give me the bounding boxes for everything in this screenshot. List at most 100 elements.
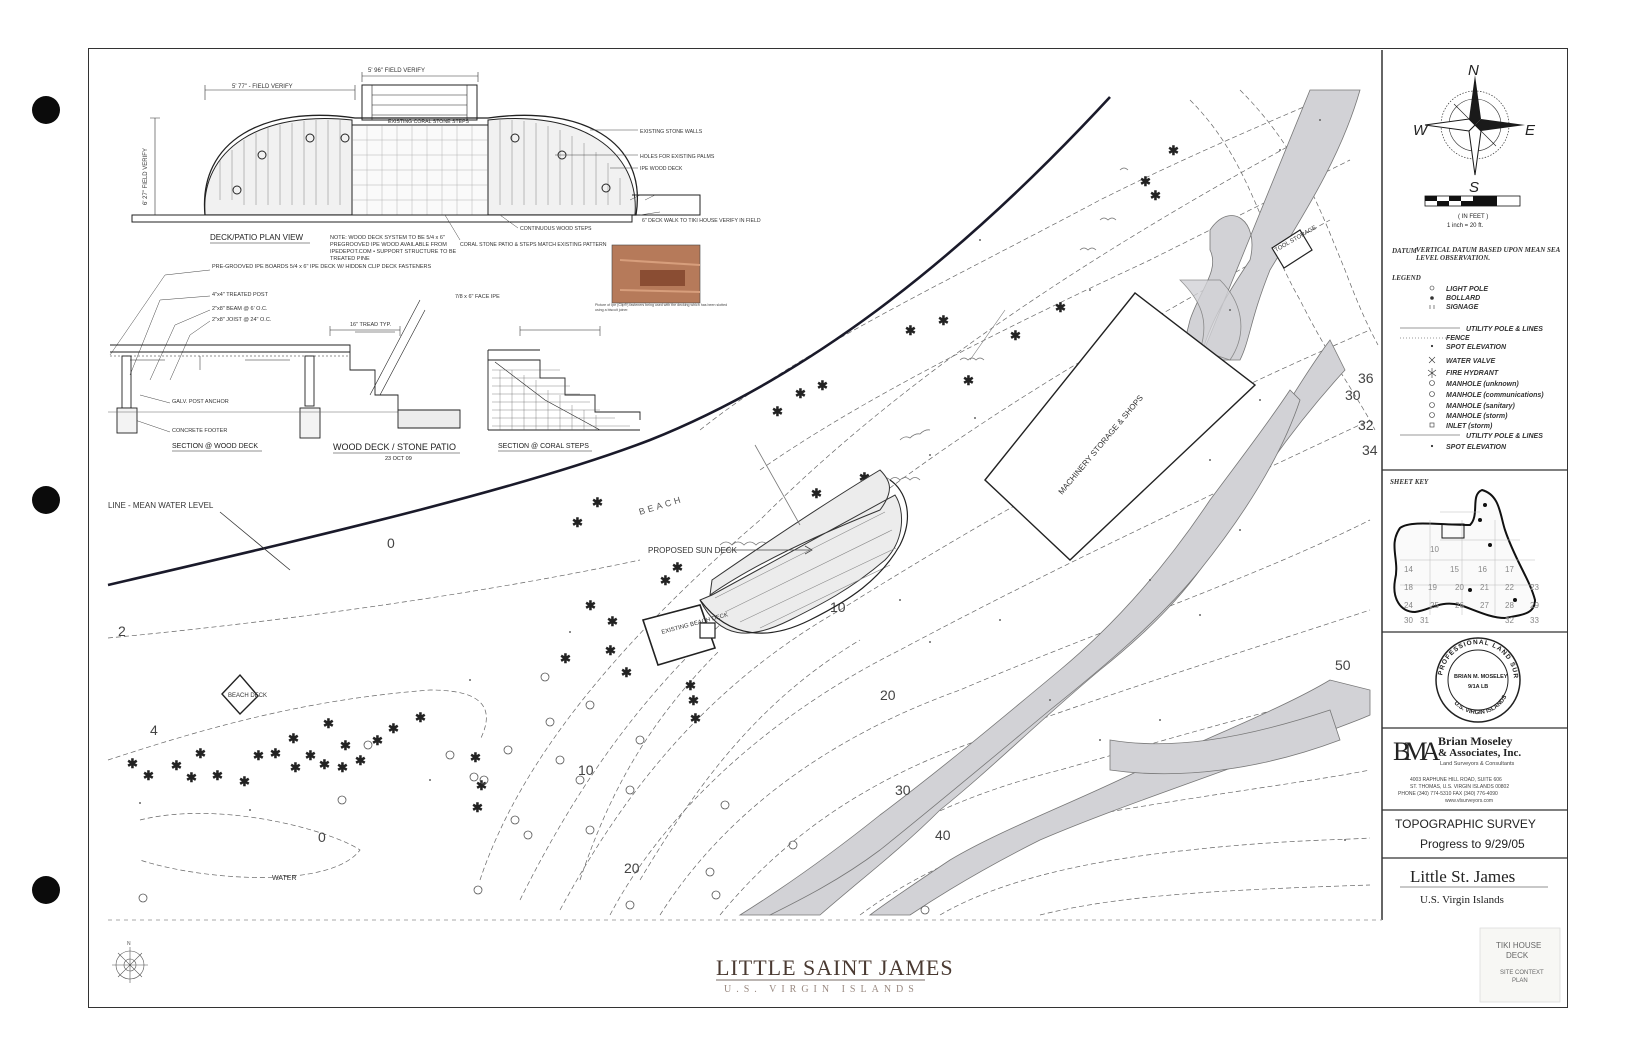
datum-text: VERTICAL DATUM BASED UPON MEAN SEA LEVEL… [1416,246,1560,262]
contour-label-34: 34 [1362,442,1378,458]
sheet-28: 28 [1505,601,1514,610]
sheet-19: 19 [1428,583,1437,592]
section-labels: SECTION @ WOOD DECK WOOD DECK / STONE PA… [172,442,589,462]
svg-text:✱: ✱ [1150,188,1161,203]
callout-ipe-deck: IPE WOOD DECK [640,166,683,172]
sheet-22: 22 [1505,583,1514,592]
svg-text:✱: ✱ [572,515,583,530]
tread-label: 16" TREAD TYP. [350,322,392,328]
spot-elevations [139,119,1346,841]
svg-text:✱: ✱ [592,495,603,510]
contour-label-4: 4 [150,722,158,738]
sheet-33: 33 [1530,616,1539,625]
firm-address-2: ST. THOMAS, U.S. VIRGIN ISLANDS 00802 [1410,784,1509,790]
legend-list: LIGHT POLE BOLLARD SIGNAGE UTILITY POLE … [1446,286,1544,451]
callout-coral-steps: EXISTING CORAL STONE STEPS [388,119,470,125]
hedge-line [719,167,1129,546]
svg-text:✱: ✱ [963,373,974,388]
beach-deck-label: BEACH DECK [228,693,267,699]
sheet-30: 30 [1404,616,1413,625]
sheet-stamp [1479,927,1561,1003]
firm-logo: BMA [1393,737,1446,766]
firm-address-1: 4003 RAPHUNE HILL ROAD, SUITE 606 [1410,777,1502,783]
spec-footer: CONCRETE FOOTER [172,428,227,434]
binder-hole-top [32,96,60,124]
svg-text:✱: ✱ [372,733,383,748]
contour-label-20: 20 [880,687,896,703]
svg-text:✱: ✱ [340,738,351,753]
svg-text:✱: ✱ [323,716,334,731]
svg-text:✱: ✱ [795,386,806,401]
svg-text:✱: ✱ [143,768,154,783]
scale-caption: ( IN FEET ) [1458,214,1488,220]
project-name: Little St. James [1410,867,1515,886]
sheet-20: 20 [1455,583,1464,592]
svg-text:✱: ✱ [905,323,916,338]
svg-text:✱: ✱ [470,750,481,765]
detail-callouts: EXISTING CORAL STONE STEPS EXISTING STON… [388,119,761,248]
sheet-18: 18 [1404,583,1413,592]
legend-symbols [1400,285,1460,448]
compass-n: N [1468,62,1479,79]
sheet-key-heading: SHEET KEY [1390,478,1429,486]
svg-text:✱: ✱ [127,756,138,771]
section-main-label: WOOD DECK / STONE PATIO [333,442,456,452]
mean-water-leader [219,511,291,571]
spec-post: 4"x4" TREATED POST [212,292,269,298]
contour-label-20b: 20 [624,860,640,876]
svg-text:✱: ✱ [319,757,330,772]
svg-text:✱: ✱ [938,313,949,328]
sheet-key-map [1393,488,1537,620]
mean-water-line [107,96,1111,587]
contour-label-0b: 0 [318,829,326,845]
detail-note: NOTE: WOOD DECK SYSTEM TO BE 5/4 x 6" PR… [330,235,457,262]
spec-joist: 2"x8" JOIST @ 24" O.C. [212,317,272,323]
sheet-subtitle: U.S. VIRGIN ISLANDS [724,984,919,995]
mean-water-label: LINE - MEAN WATER LEVEL [108,501,214,510]
tree-markers [138,672,930,915]
palm-trees: ✱✱✱✱ ✱✱✱✱ ✱✱✱✱ ✱✱✱✱ ✱✱✱✱ ✱✱✱✱ ✱✱✱✱ ✱✱✱✱ … [127,143,1179,815]
legend-water-valve: WATER VALVE [1446,358,1495,365]
svg-text:✱: ✱ [688,693,699,708]
legend-manhole-sanitary: MANHOLE (sanitary) [1446,403,1516,410]
svg-text:✱: ✱ [186,770,197,785]
sheet-31: 31 [1420,616,1429,625]
compass-w: W [1413,122,1429,139]
compass-letters: N S E W [1413,62,1536,196]
svg-text:✱: ✱ [212,768,223,783]
svg-text:✱: ✱ [585,598,596,613]
legend-spot-elevation: SPOT ELEVATION [1446,344,1507,351]
water-label: WATER [272,875,297,882]
svg-text:✱: ✱ [305,748,316,763]
svg-text:✱: ✱ [811,486,822,501]
sheet-21: 21 [1480,583,1489,592]
svg-text:✱: ✱ [239,774,250,789]
contour-label-50: 50 [1335,657,1351,673]
stamp-line-3: SITE CONTEXT [1500,970,1544,976]
detail-date: 23 OCT 09 [385,456,412,462]
dim-side: 6' 27" FIELD VERIFY [143,148,149,205]
firm-web: www.vlsurveyors.com [1445,798,1493,804]
svg-text:✱: ✱ [772,404,783,419]
legend-utility-pole-2: UTILITY POLE & LINES [1466,433,1543,440]
legend-manhole-unknown: MANHOLE (unknown) [1446,381,1519,388]
legend-fire-hydrant: FIRE HYDRANT [1446,370,1499,377]
deck-plan-view [131,84,701,223]
sheet-24: 24 [1404,601,1413,610]
contour-label-10b: 10 [578,762,594,778]
dim-top: 5' 96" FIELD VERIFY [368,68,425,74]
face-label: 7/8 x 6" FACE IPE [455,294,500,300]
machinery-building [984,292,1257,561]
spec-lines: PRE-GROOVED IPE BOARDS 5/4 x 6" IPE DECK… [172,264,431,434]
svg-text:✱: ✱ [672,560,683,575]
firm-tagline: Land Surveyors & Consultants [1440,761,1515,767]
proposed-sun-deck [699,469,909,634]
svg-text:✱: ✱ [388,721,399,736]
svg-text:✱: ✱ [270,746,281,761]
svg-text:✱: ✱ [472,800,483,815]
sheet-14: 14 [1404,565,1413,574]
svg-text:✱: ✱ [1140,174,1151,189]
existing-beach-deck [641,604,717,666]
svg-text:✱: ✱ [621,665,632,680]
stamp-line-4: PLAN [1512,978,1528,984]
